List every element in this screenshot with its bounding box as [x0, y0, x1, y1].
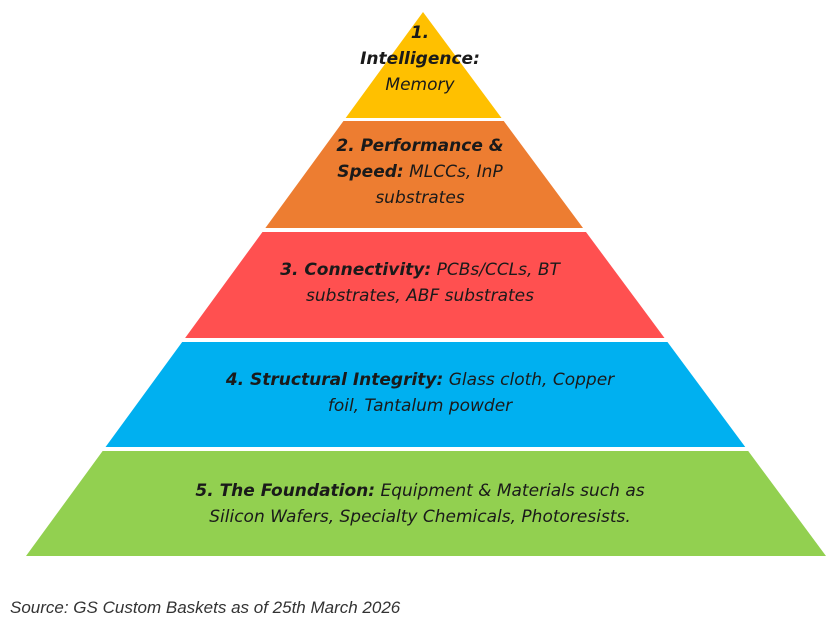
tier-detail-text: substrates, ABF substrates — [306, 286, 534, 306]
tier-heading-text: 5. The Foundation: — [195, 481, 376, 501]
tier-heading-text: 1. — [410, 23, 430, 43]
pyramid-tier-5 — [26, 451, 826, 556]
tier-heading-text: 2. Performance & — [336, 136, 504, 156]
tier-line: 2. Performance & — [0, 133, 840, 159]
tier-detail-text: Glass cloth, Copper — [443, 370, 615, 390]
tier-heading-text: Intelligence: — [360, 49, 480, 69]
tier-line: Speed: MLCCs, InP — [0, 159, 840, 185]
tier-line: foil, Tantalum powder — [0, 393, 840, 419]
tier-line: Intelligence: — [0, 46, 840, 72]
tier-line: Silicon Wafers, Specialty Chemicals, Pho… — [0, 504, 840, 530]
tier-detail-text: Silicon Wafers, Specialty Chemicals, Pho… — [209, 507, 631, 527]
tier-1-label: 1. Intelligence: Memory — [0, 20, 840, 98]
pyramid-tier-3 — [185, 232, 665, 338]
pyramid-tier-2 — [265, 121, 584, 228]
pyramid-tier-4 — [105, 342, 746, 447]
tier-line: 4. Structural Integrity: Glass cloth, Co… — [0, 367, 840, 393]
tier-4-label: 4. Structural Integrity: Glass cloth, Co… — [0, 367, 840, 419]
tier-detail-text: MLCCs, InP — [403, 162, 503, 182]
tier-detail-text: Equipment & Materials such as — [375, 481, 645, 501]
tier-3-label: 3. Connectivity: PCBs/CCLs, BT substrates… — [0, 257, 840, 309]
tier-5-label: 5. The Foundation: Equipment & Materials… — [0, 478, 840, 530]
tier-line: 1. — [0, 20, 840, 46]
tier-line: 5. The Foundation: Equipment & Materials… — [0, 478, 840, 504]
tier-detail-text: foil, Tantalum powder — [327, 396, 513, 416]
tier-2-label: 2. Performance & Speed: MLCCs, InP substra… — [0, 133, 840, 211]
tier-detail-text: substrates — [375, 188, 465, 208]
tier-heading-text: Speed: — [337, 162, 404, 182]
tier-line: Memory — [0, 72, 840, 98]
tier-heading-text: 3. Connectivity: — [280, 260, 432, 280]
tier-line: substrates — [0, 185, 840, 211]
tier-line: 3. Connectivity: PCBs/CCLs, BT — [0, 257, 840, 283]
tier-heading-text: 4. Structural Integrity: — [225, 370, 444, 390]
source-note: Source: GS Custom Baskets as of 25th Mar… — [10, 598, 401, 617]
tier-detail-text: PCBs/CCLs, BT — [431, 260, 560, 280]
tier-line: substrates, ABF substrates — [0, 283, 840, 309]
pyramid-tier-1 — [345, 12, 502, 118]
tier-detail-text: Memory — [385, 75, 455, 95]
